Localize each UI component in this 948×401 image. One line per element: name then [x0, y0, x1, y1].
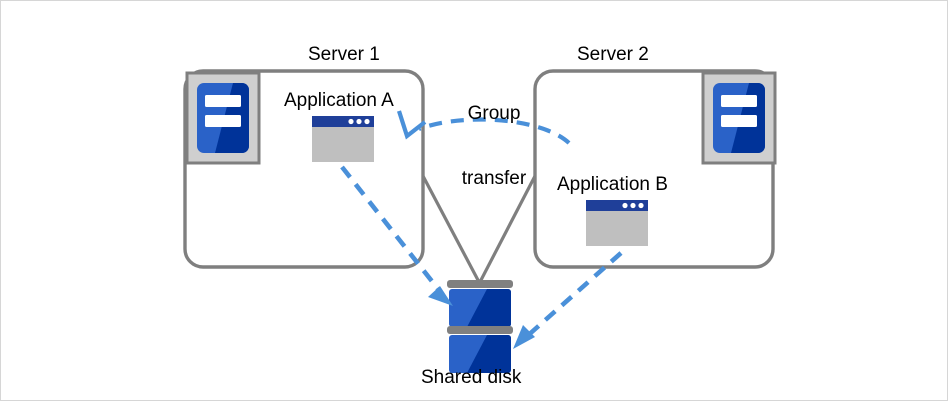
application-window-icon[interactable] [312, 116, 374, 162]
application-a-label: Application A [284, 90, 394, 111]
server-icon [185, 71, 261, 165]
app-a-to-disk-arrowhead [428, 286, 453, 306]
connector-server1-to-disk [421, 175, 481, 283]
group-transfer-arrow [418, 117, 571, 145]
group-transfer-arrowhead [396, 110, 427, 140]
group-transfer-label: Group transfer [439, 59, 549, 234]
application-window-icon[interactable] [586, 200, 648, 246]
dashed-arrows [340, 110, 623, 349]
server-icon [701, 71, 777, 165]
server1-label: Server 1 [308, 44, 380, 65]
server2-box[interactable] [533, 69, 775, 269]
app-a-to-disk-arrow [340, 165, 444, 296]
application-b-label: Application B [557, 174, 668, 195]
app-b-to-disk-arrowhead [513, 325, 535, 349]
connector-lines [421, 175, 537, 283]
server1-box[interactable] [183, 69, 425, 269]
shared-disk-label: Shared disk [421, 367, 522, 388]
group-transfer-label-line2: transfer [461, 168, 527, 190]
group-transfer-label-line1: Group [467, 102, 521, 124]
connector-server2-to-disk [478, 175, 537, 283]
server2-label: Server 2 [577, 44, 649, 65]
disk-stack-icon[interactable] [447, 280, 513, 373]
